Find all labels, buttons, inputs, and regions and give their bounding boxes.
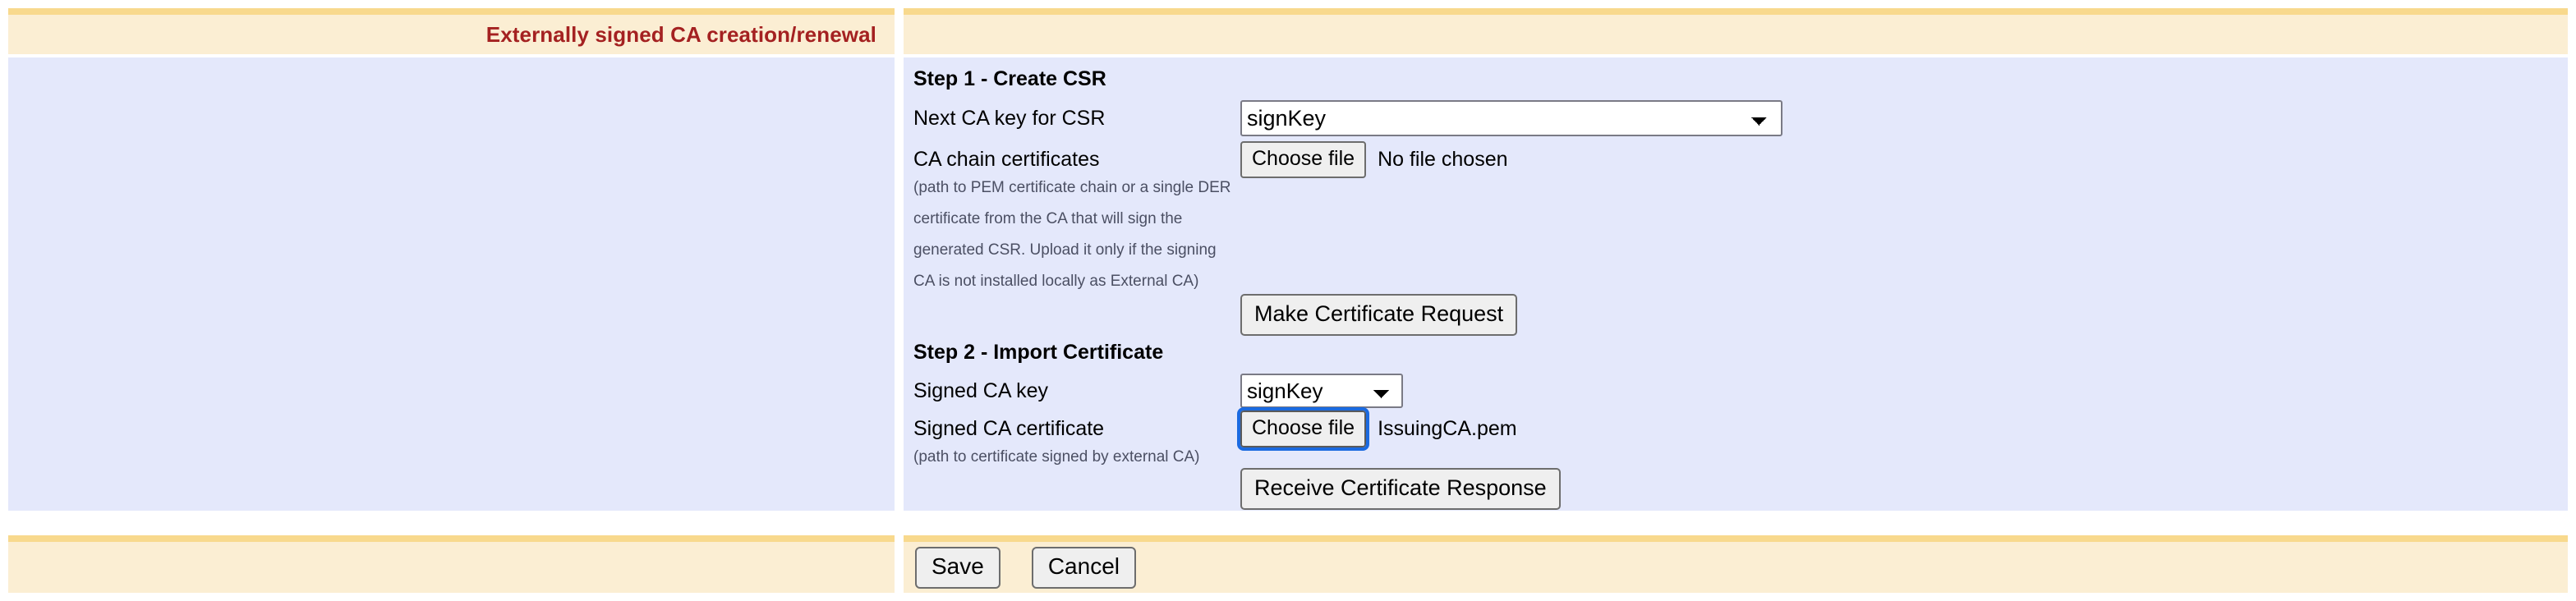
step2-heading: Step 2 - Import Certificate [913,341,1164,364]
title-bar-right-cell [904,8,2568,54]
footer-left-cell [8,535,895,593]
step1-heading-row: Step 1 - Create CSR [904,67,1232,91]
content-row: Step 1 - Create CSR Next CA key for CSR … [8,57,2568,511]
cancel-button[interactable]: Cancel [1031,546,1136,589]
column-divider [895,535,904,593]
footer-right-cell: Save Cancel [904,535,2568,593]
signed-ca-key-row: Signed CA key signKey [904,374,1403,408]
save-button[interactable]: Save [915,546,1000,589]
ca-chain-certificates-label: CA chain certificates [913,148,1100,171]
ca-chain-certificates-row: CA chain certificates Choose file No fil… [904,141,1508,178]
column-divider [895,57,904,511]
title-bar-left-cell: Externally signed CA creation/renewal [8,8,895,54]
ca-chain-hint-line-2: certificate from the CA that will sign t… [913,210,1183,227]
receive-certificate-response-button[interactable]: Receive Certificate Response [1240,468,1561,510]
signed-ca-certificate-label: Signed CA certificate [913,417,1105,440]
next-ca-key-label: Next CA key for CSR [913,106,1106,130]
content-right-cell: Step 1 - Create CSR Next CA key for CSR … [904,57,2568,511]
ca-chain-hint-line-3: generated CSR. Upload it only if the sig… [913,241,1217,259]
signed-ca-key-label: Signed CA key [913,378,1048,402]
ca-chain-file-status: No file chosen [1378,148,1508,171]
receive-certificate-response-row: Receive Certificate Response [904,468,1561,510]
section-title-bar: Externally signed CA creation/renewal [8,8,2568,54]
make-certificate-request-row: Make Certificate Request [904,294,1518,336]
next-ca-key-select[interactable]: signKey [1240,100,1782,136]
signed-ca-certificate-choose-file-button[interactable]: Choose file [1236,407,1370,451]
make-certificate-request-button[interactable]: Make Certificate Request [1240,294,1518,336]
signed-ca-key-control: signKey [1240,374,1403,408]
receive-certificate-response-control: Receive Certificate Response [1240,468,1561,510]
signed-ca-certificate-row: Signed CA certificate Choose file Issuin… [904,407,1517,451]
ca-chain-hint-line-1: (path to PEM certificate chain or a sing… [913,179,1231,196]
ca-chain-file-input[interactable]: Choose file No file chosen [1240,141,1508,178]
signed-ca-key-select[interactable]: signKey [1240,374,1403,408]
next-ca-key-control: signKey [1240,100,1782,136]
ca-chain-choose-file-button[interactable]: Choose file [1240,141,1367,178]
step1-heading: Step 1 - Create CSR [913,67,1106,90]
make-certificate-request-control: Make Certificate Request [1240,294,1518,336]
step2-heading-row: Step 2 - Import Certificate [904,341,1232,365]
signed-ca-certificate-file-input[interactable]: Choose file IssuingCA.pem [1236,407,1517,451]
page-title: Externally signed CA creation/renewal [485,21,876,47]
section-footer-bar: Save Cancel [8,535,2568,593]
next-ca-key-row: Next CA key for CSR signKey [904,100,1782,136]
column-divider [895,8,904,54]
content-left-cell [8,57,895,511]
signed-ca-certificate-hint: (path to certificate signed by external … [913,448,1200,466]
signed-ca-certificate-filename: IssuingCA.pem [1378,417,1517,440]
ca-chain-hint-line-4: CA is not installed locally as External … [913,273,1199,290]
externally-signed-ca-form: Step 1 - Create CSR Next CA key for CSR … [904,57,2568,511]
